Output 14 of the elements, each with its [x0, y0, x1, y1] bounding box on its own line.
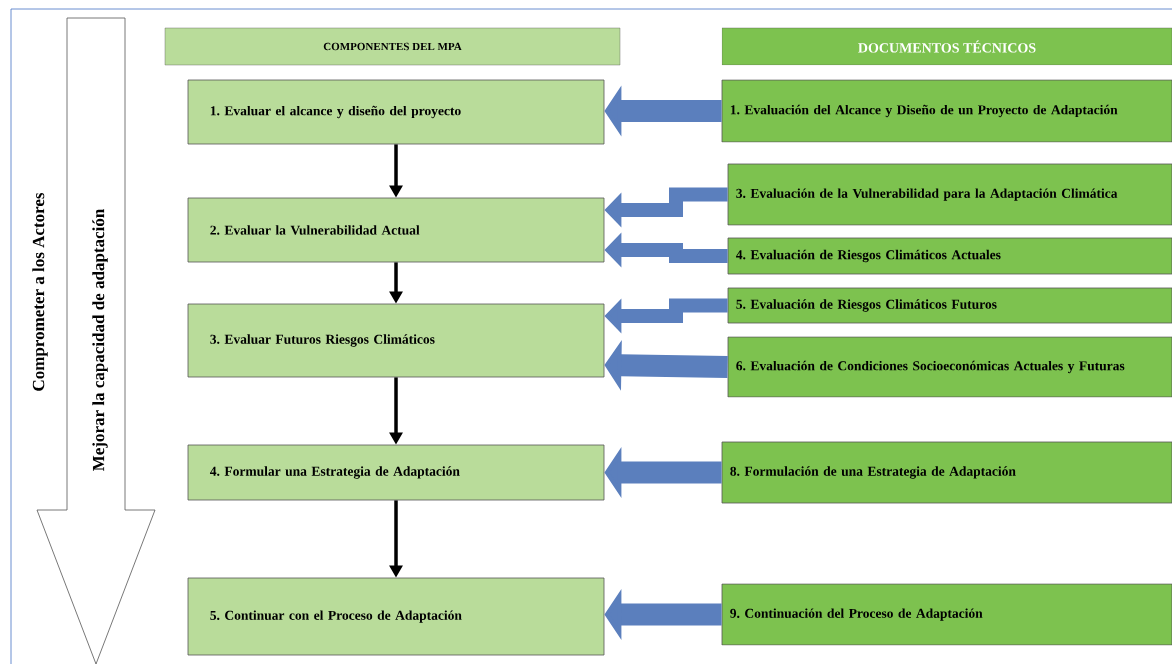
- process-box: 1. Evaluar el alcance y diseño del proyecto: [187, 79, 605, 145]
- document-box: 8. Formulación de una Estrategia de Adaptación: [721, 441, 1172, 504]
- document-box: 5. Evaluación de Riesgos Climáticos Futuros: [727, 287, 1172, 324]
- document-box: 3. Evaluación de la Vulnerabilidad para la Adaptación Climática: [727, 163, 1172, 226]
- process-box: 5. Continuar con el Proceso de Adaptación: [187, 577, 605, 656]
- process-box: 4. Formular una Estrategia de Adaptación: [187, 444, 605, 501]
- process-box: 3. Evaluar Futuros Riesgos Climáticos: [187, 303, 605, 378]
- header-box: COMPONENTES DEL MPA: [164, 27, 621, 66]
- document-box: 6. Evaluación de Condiciones Socioeconómicas Actuales y Futuras: [727, 336, 1172, 398]
- header-box: DOCUMENTOS TÉCNICOS: [721, 27, 1172, 66]
- document-box: 9. Continuación del Proceso de Adaptación: [721, 583, 1172, 646]
- document-box: 1. Evaluación del Alcance y Diseño de un Proyecto de Adaptación: [721, 79, 1172, 143]
- document-box: 4. Evaluación de Riesgos Climáticos Actuales: [727, 237, 1172, 275]
- process-box: 2. Evaluar la Vulnerabilidad Actual: [187, 197, 605, 263]
